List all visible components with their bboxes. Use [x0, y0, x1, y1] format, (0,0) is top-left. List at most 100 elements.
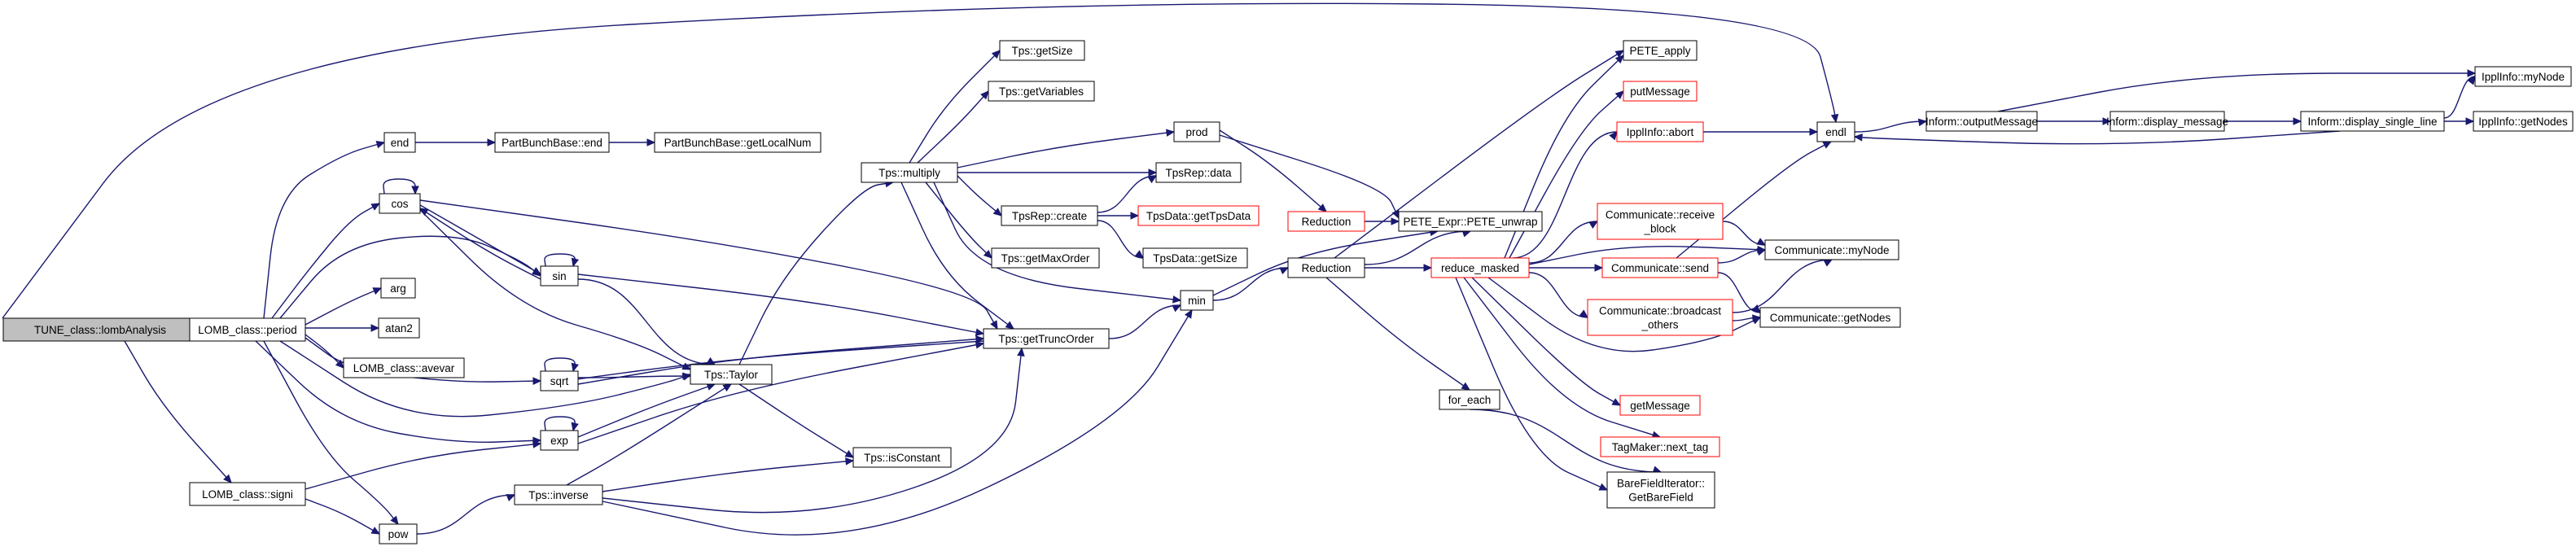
node-lperiod[interactable]: LOMB_class::period — [189, 317, 306, 342]
node-getmsg[interactable]: getMessage — [1619, 395, 1701, 416]
edge-bcast1-to-mynode — [1732, 259, 1833, 313]
node-multiply[interactable]: Tps::multiply — [861, 162, 958, 183]
node-gettrunc[interactable]: Tps::getTruncOrder — [983, 328, 1110, 349]
node-repdata[interactable]: TpsRep::data — [1155, 162, 1242, 183]
node-abort[interactable]: IpplInfo::abort — [1616, 121, 1704, 142]
node-pbgln[interactable]: PartBunchBase::getLocalNum — [654, 132, 821, 153]
node-bcast1[interactable]: Communicate::broadcast_others — [1587, 299, 1733, 336]
node-prod[interactable]: prod — [1173, 121, 1220, 142]
edge-sin-to-taylor — [577, 278, 716, 365]
node-getmaxorder[interactable]: Tps::getMaxOrder — [991, 247, 1100, 269]
node-repcreate[interactable]: TpsRep::create — [1001, 205, 1098, 226]
node-foreach[interactable]: for_each — [1439, 389, 1500, 410]
node-label: endl — [1825, 126, 1847, 138]
edge-line — [602, 309, 1193, 536]
edge-multiply-to-getsize — [909, 50, 1001, 164]
node-label: sqrt — [550, 375, 569, 387]
node-exp[interactable]: exp — [540, 430, 579, 451]
edge-arrowhead — [506, 494, 516, 501]
node-sin[interactable]: sin — [540, 265, 579, 286]
edge-line — [304, 498, 380, 535]
node-getbf1[interactable]: BareFieldIterator::GetBareField — [1606, 471, 1715, 509]
node-red2[interactable]: Reduction — [1287, 257, 1365, 278]
node-box — [991, 247, 1100, 269]
edge-line — [304, 287, 382, 326]
node-dispmsg[interactable]: Inform::display_message — [2106, 111, 2228, 132]
edge-arrowhead — [370, 324, 380, 332]
node-box — [1142, 247, 1248, 269]
node-label: Reduction — [1302, 216, 1352, 228]
edge-outmsg-to-ippmynode — [1997, 69, 2477, 112]
node-putmsg[interactable]: putMessage — [1623, 81, 1698, 102]
node-label: IpplInfo::getNodes — [2478, 116, 2568, 128]
node-avevar[interactable]: LOMB_class::avevar — [343, 357, 465, 378]
node-sqrt[interactable]: sqrt — [540, 370, 579, 391]
node-pbend[interactable]: PartBunchBase::end — [494, 132, 610, 153]
edge-line — [1325, 277, 1470, 391]
node-box — [1606, 471, 1715, 509]
edge-line — [279, 340, 691, 418]
node-tdsize[interactable]: TpsData::getSize — [1142, 247, 1248, 269]
node-recv1[interactable]: Communicate::receive_block — [1597, 203, 1724, 240]
node-label: getMessage — [1630, 400, 1690, 412]
edge-inverse-to-taylor — [566, 383, 733, 486]
edge-arrowhead — [1279, 267, 1290, 275]
node-reduce[interactable]: reduce_masked — [1430, 257, 1530, 278]
edge-displine-to-endl — [1853, 130, 2341, 145]
edge-red2-to-foreach — [1325, 277, 1471, 391]
node-unwrap[interactable]: PETE_Expr::PETE_unwrap — [1398, 211, 1543, 232]
edge-arrowhead — [390, 515, 399, 525]
edge-sqrt-to-sqrt — [544, 357, 579, 373]
node-taylor[interactable]: Tps::Taylor — [690, 364, 773, 385]
node-outmsg[interactable]: Inform::outputMessage — [1925, 111, 2038, 132]
node-box — [380, 278, 416, 299]
node-peteapply[interactable]: PETE_apply — [1623, 40, 1698, 61]
node-ippmynode[interactable]: IpplInfo::myNode — [2474, 66, 2572, 87]
edge-red2-to-reduce — [1365, 264, 1433, 272]
edge-arrowhead — [1614, 50, 1625, 59]
edge-arrowhead — [1809, 128, 1819, 136]
node-lsigni[interactable]: LOMB_class::signi — [189, 482, 306, 506]
edge-repcreate-to-repdata — [1097, 175, 1158, 213]
edge-bcast1-to-getnodes — [1732, 314, 1762, 322]
node-gettpsdata[interactable]: TpsData::getTpsData — [1137, 205, 1260, 226]
node-box — [494, 132, 610, 153]
edge-repcreate-to-gettpsdata — [1097, 212, 1140, 220]
edge-arrowhead — [1147, 175, 1158, 184]
node-atan2[interactable]: atan2 — [378, 317, 420, 339]
edge-line — [1455, 277, 1608, 491]
node-ippgetnodes[interactable]: IpplInfo::getNodes — [2473, 111, 2574, 132]
node-displine[interactable]: Inform::display_single_line — [2300, 111, 2445, 132]
node-nexttag[interactable]: TagMaker::next_tag — [1600, 436, 1720, 457]
node-getvars[interactable]: Tps::getVariables — [988, 81, 1095, 102]
edge-arrowhead — [975, 335, 985, 343]
node-inverse[interactable]: Tps::inverse — [514, 484, 603, 505]
node-send[interactable]: Communicate::send — [1601, 257, 1719, 278]
node-box — [1173, 121, 1220, 142]
node-endl[interactable]: endl — [1816, 121, 1855, 142]
node-label: TUNE_class::lombAnalysis — [34, 324, 166, 336]
node-box — [1137, 205, 1260, 226]
edge-multiply-to-gettrunc — [900, 181, 1014, 330]
edge-arrowhead — [411, 186, 419, 195]
node-isconst[interactable]: Tps::isConstant — [852, 447, 952, 468]
node-getnodes[interactable]: Communicate::getNodes — [1759, 307, 1901, 328]
edge-prod-to-red1 — [1219, 129, 1327, 212]
node-end[interactable]: end — [383, 132, 416, 153]
node-box — [1155, 162, 1242, 183]
node-cos[interactable]: cos — [379, 193, 421, 214]
node-pow[interactable]: pow — [379, 523, 418, 544]
edge-inverse-to-gettrunc — [602, 347, 1025, 514]
node-min[interactable]: min — [1180, 290, 1214, 311]
edge-displine-to-ippmynode — [2443, 76, 2476, 119]
node-box — [540, 265, 579, 286]
node-getsize[interactable]: Tps::getSize — [999, 40, 1085, 61]
node-box — [1597, 203, 1724, 240]
node-arg[interactable]: arg — [380, 278, 416, 299]
node-label: Tps::getTruncOrder — [998, 333, 1094, 345]
node-box — [1925, 111, 2038, 132]
node-mynode[interactable]: Communicate::myNode — [1764, 239, 1899, 260]
edge-arrowhead — [370, 527, 381, 535]
node-red1[interactable]: Reduction — [1287, 211, 1365, 232]
edge-line — [738, 181, 894, 365]
